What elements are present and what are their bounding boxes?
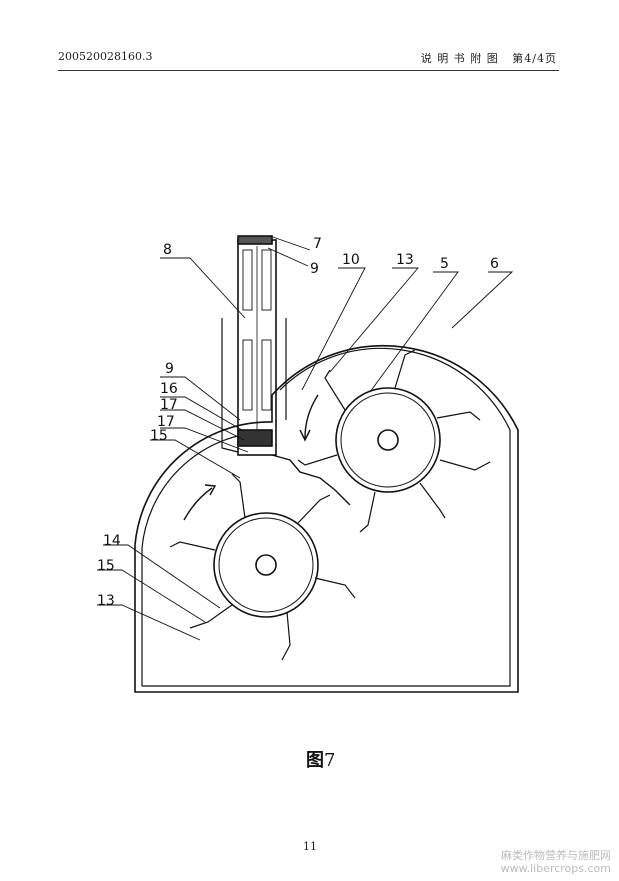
watermark: 麻类作物营养与施肥网 www.libercrops.com	[501, 849, 611, 875]
label-13-top: 13	[396, 252, 414, 268]
upper-beaters	[297, 349, 491, 533]
label-8: 8	[163, 242, 172, 258]
label-5: 5	[440, 256, 449, 272]
leader-lines	[97, 235, 514, 641]
tube-slot-bottom-2	[261, 339, 272, 411]
label-14: 14	[103, 533, 121, 549]
upper-drum	[335, 387, 441, 493]
caption-char: 图	[306, 750, 324, 771]
housing-outer	[134, 344, 519, 693]
watermark-line-2: www.libercrops.com	[500, 862, 611, 875]
lower-drum-rim	[218, 517, 314, 613]
section-title: 说 明 书 附 图	[420, 52, 499, 65]
fibre-strand	[271, 454, 351, 506]
page-number: 11	[303, 840, 317, 853]
feed-guide-left	[221, 318, 239, 453]
lower-drum-hub	[255, 554, 277, 576]
label-7: 7	[313, 236, 322, 252]
tube-slot-top-2	[261, 249, 272, 311]
upper-drum-rim	[340, 392, 436, 488]
header-rule	[58, 70, 559, 71]
label-9-top: 9	[310, 261, 319, 277]
header-right: 说 明 书 附 图 第4/4页	[421, 50, 557, 66]
feed-rollers	[237, 429, 273, 447]
label-9-mid: 9	[165, 361, 174, 377]
housing-inner-top	[142, 347, 511, 687]
figure-caption: 图7	[306, 746, 335, 772]
caption-number: 7	[324, 750, 336, 771]
doc-number: 200520028160.3	[58, 50, 153, 63]
tube-slot-bottom	[242, 339, 253, 411]
watermark-line-1: 麻类作物营养与施肥网	[501, 849, 611, 862]
label-15-bottom: 15	[97, 558, 115, 574]
label-10: 10	[342, 252, 360, 268]
upper-arrow-head	[299, 429, 311, 442]
label-13-bottom: 13	[97, 593, 115, 609]
label-6: 6	[490, 256, 499, 272]
lower-arrow-head	[204, 484, 217, 496]
label-17-b: 17	[157, 414, 175, 430]
tube-slot-top	[242, 249, 253, 311]
upper-rotation-arrow	[304, 394, 319, 439]
label-15-top: 15	[150, 428, 168, 444]
lower-rotation-arrow	[183, 487, 213, 521]
label-16: 16	[160, 381, 178, 397]
label-17-a: 17	[160, 397, 178, 413]
housing-inner	[141, 431, 273, 686]
page-info: 第4/4页	[512, 52, 557, 65]
lower-beaters	[169, 473, 356, 661]
upper-drum-hub	[377, 429, 399, 451]
feed-tube-cap	[237, 235, 273, 245]
lower-drum	[213, 512, 319, 618]
